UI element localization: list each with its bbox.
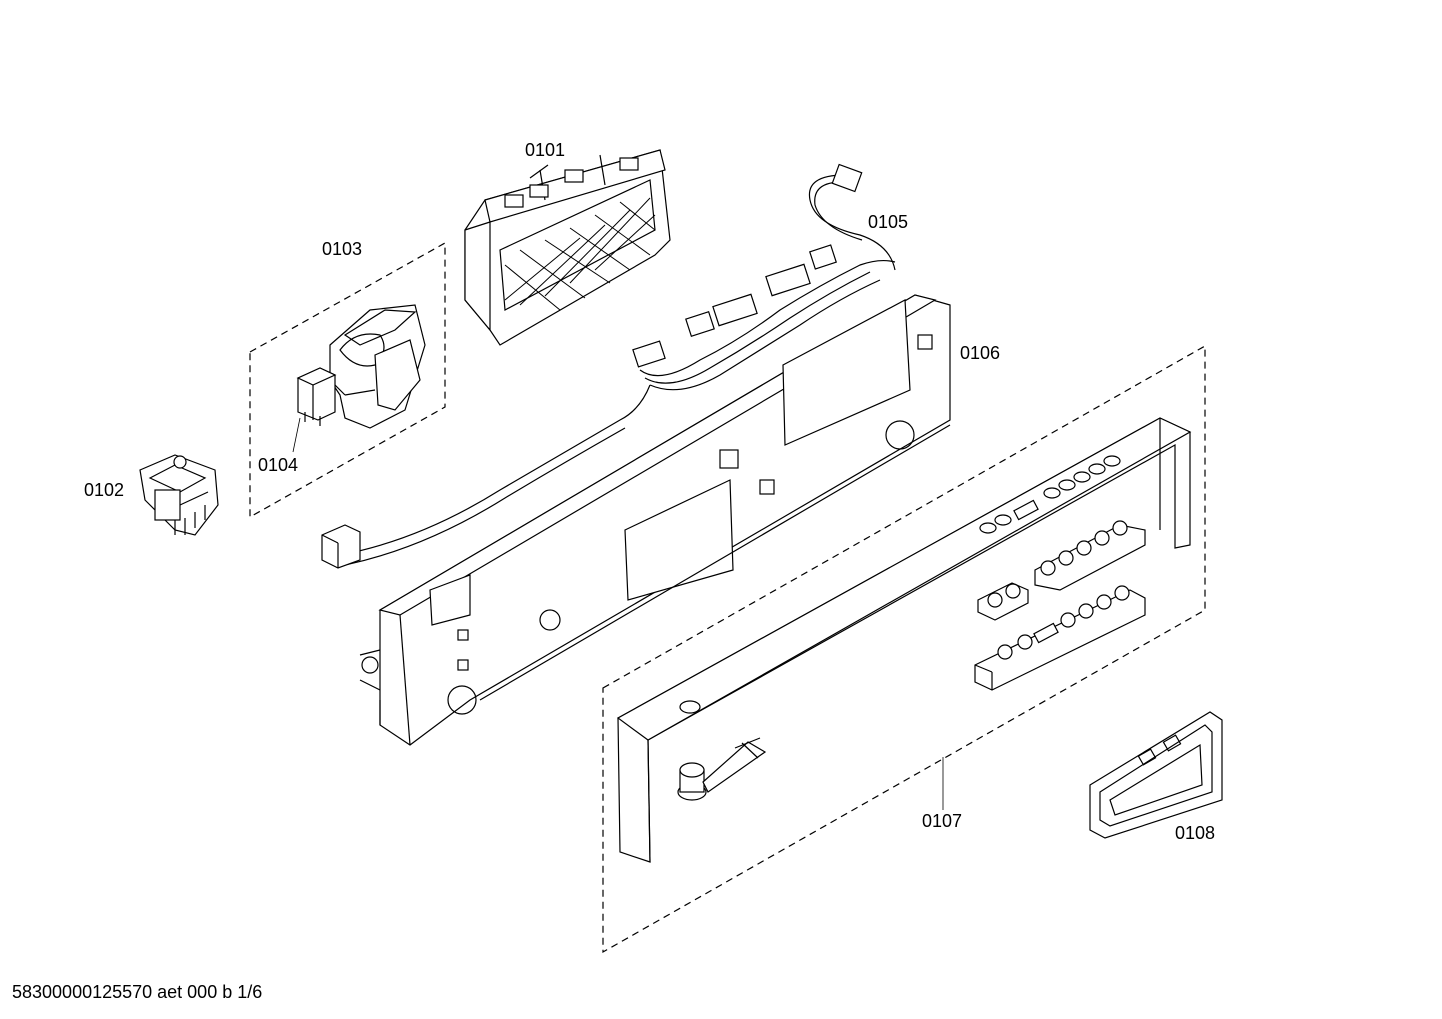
label-0101: 0101 bbox=[525, 140, 566, 160]
part-0108-handle bbox=[1089, 711, 1223, 839]
part-0101-control-module bbox=[464, 149, 671, 346]
group-0107-frame bbox=[602, 344, 1206, 954]
part-0102-switch bbox=[139, 454, 219, 536]
label-0103: 0103 bbox=[322, 239, 363, 259]
label-0107: 0107 bbox=[922, 811, 963, 831]
button-strip-upper bbox=[977, 520, 1146, 621]
part-0104-component bbox=[296, 367, 337, 426]
group-0103-frame bbox=[249, 241, 446, 519]
label-0102: 0102 bbox=[84, 480, 125, 500]
label-0104: 0104 bbox=[258, 455, 299, 475]
part-0107-fascia bbox=[616, 417, 1192, 863]
label-0106: 0106 bbox=[960, 343, 1001, 363]
knob-spring bbox=[677, 737, 767, 801]
part-0103-actuator bbox=[329, 304, 426, 429]
part-0105-wiring-harness bbox=[321, 163, 896, 569]
label-0108: 0108 bbox=[1175, 823, 1216, 843]
part-0106-panel-frame bbox=[359, 294, 951, 746]
button-strip-lower bbox=[974, 585, 1146, 691]
harness-connectors bbox=[632, 244, 837, 368]
document-footer: 58300000125570 aet 000 b 1/6 bbox=[12, 982, 263, 1002]
label-0105: 0105 bbox=[868, 212, 909, 232]
